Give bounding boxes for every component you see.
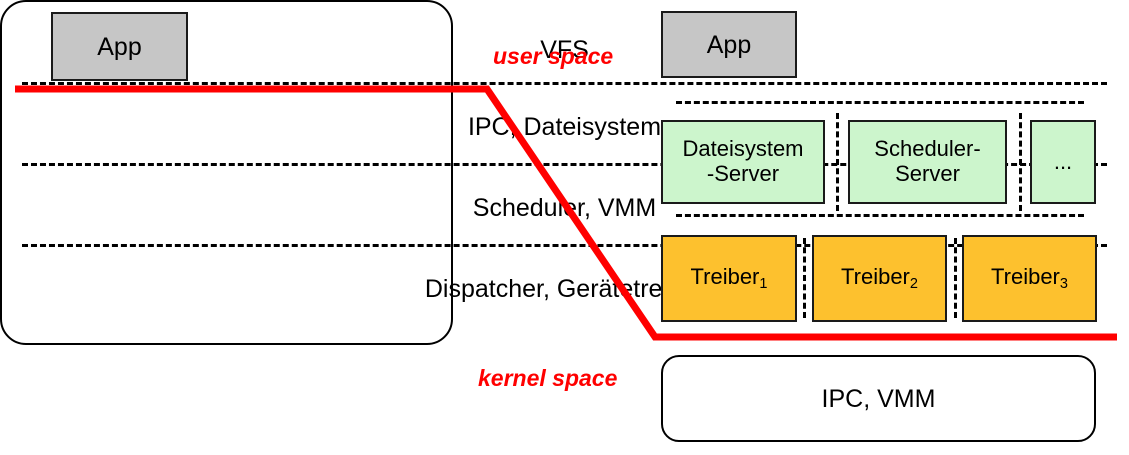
server-separator-1	[836, 113, 839, 211]
driver-index: 2	[909, 275, 918, 292]
kernel-layer-scheduler-vmm-label: Scheduler, VMM	[472, 193, 657, 222]
driver-box-3-label: Treiber3	[991, 263, 1068, 292]
microkernel-box: IPC, VMM	[661, 355, 1096, 442]
right-app-box: App	[661, 11, 797, 78]
server-box-more-label: ...	[1053, 148, 1073, 174]
server-box-dateisystem: Dateisystem -Server	[661, 120, 825, 204]
driver-index: 1	[759, 275, 768, 292]
driver-box-2-label: Treiber2	[841, 263, 918, 292]
right-app-label: App	[706, 30, 752, 59]
server-box-scheduler-label: Scheduler- Server	[874, 137, 980, 186]
driver-name: Treiber	[690, 263, 760, 289]
driver-index: 3	[1059, 275, 1068, 292]
server-box-more: ...	[1030, 120, 1096, 204]
kernel-divider-1	[22, 82, 1107, 85]
kernel-layer-dispatcher-geraetetreiber: Dispatcher, Gerätetreiber	[0, 259, 1129, 319]
server-box-dateisystem-label: Dateisystem -Server	[682, 137, 803, 186]
driver-separator-2	[954, 238, 957, 318]
driver-box-1-label: Treiber1	[690, 263, 768, 292]
kernel-space-label: kernel space	[478, 365, 618, 391]
left-app-box: App	[51, 12, 188, 81]
server-box-scheduler: Scheduler- Server	[848, 120, 1007, 204]
user-space-label: user space	[493, 43, 614, 69]
driver-name: Treiber	[841, 263, 910, 289]
server-label-line1: Dateisystem	[682, 136, 804, 162]
server-label-line1: Scheduler-	[874, 136, 981, 162]
server-band-bottom-divider	[676, 214, 1084, 217]
driver-box-3: Treiber3	[962, 235, 1097, 322]
kernel-layer-vfs-label: VFS	[540, 35, 589, 64]
kernel-layer-vfs: VFS	[0, 20, 1129, 80]
left-app-label: App	[97, 32, 142, 61]
microkernel-label: IPC, VMM	[821, 384, 936, 413]
kernel-layer-ipc-dateisystem-label: IPC, Dateisystem	[467, 112, 662, 141]
monolithic-kernel-box: VFS IPC, Dateisystem Scheduler, VMM Disp…	[0, 0, 1107, 345]
server-label-line2: Server	[895, 161, 960, 186]
server-separator-2	[1019, 113, 1022, 211]
server-band-top-divider	[676, 101, 1084, 104]
driver-box-1: Treiber1	[661, 235, 797, 322]
driver-box-2: Treiber2	[812, 235, 947, 322]
driver-separator-1	[803, 238, 806, 318]
server-label-line2: -Server	[706, 161, 780, 186]
driver-name: Treiber	[991, 263, 1060, 289]
